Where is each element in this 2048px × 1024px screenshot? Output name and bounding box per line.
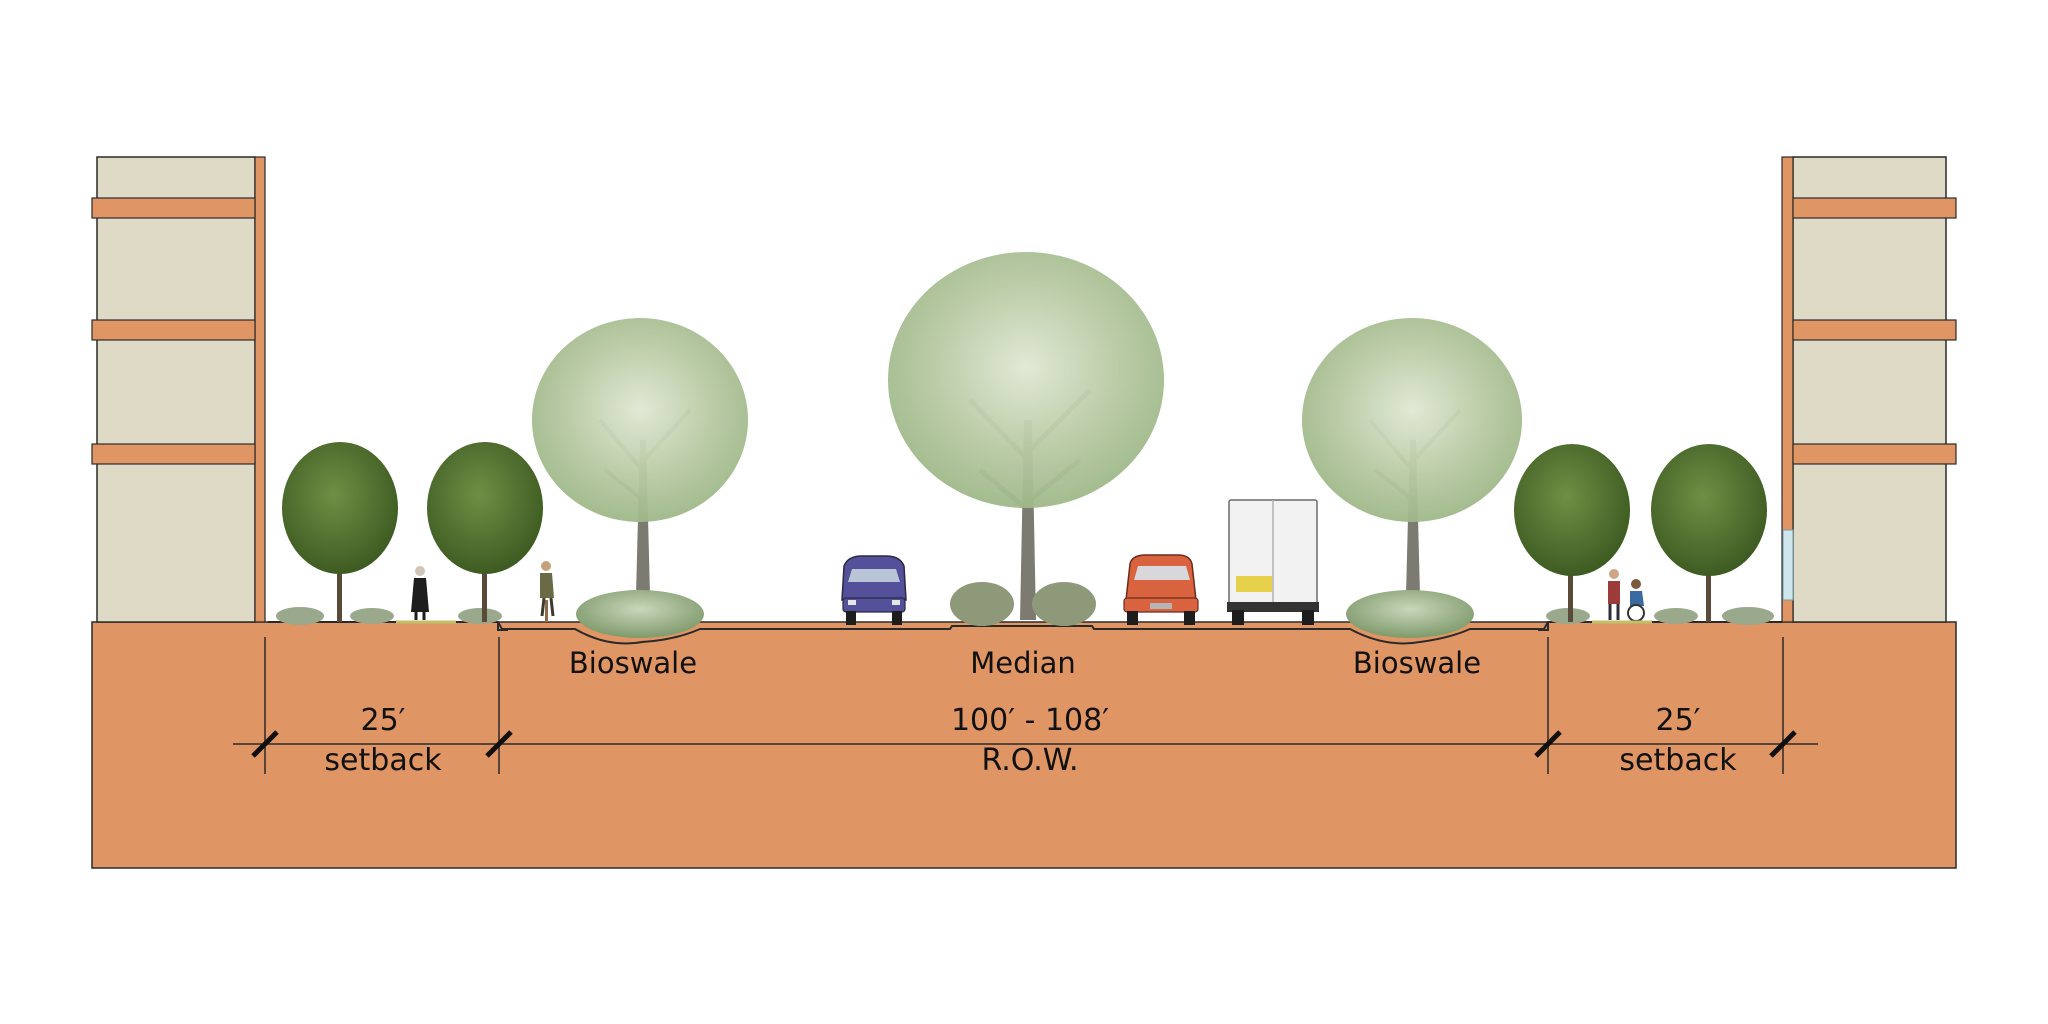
shrub-bioswale-left-icon bbox=[576, 590, 704, 638]
pickup-truck-red-icon bbox=[1123, 554, 1199, 625]
box-truck-icon bbox=[1227, 499, 1319, 625]
label-row-value: 100′ - 108′ bbox=[951, 703, 1109, 738]
cyclist-icon bbox=[540, 561, 555, 622]
label-row-text: R.O.W. bbox=[981, 743, 1078, 778]
ground-section bbox=[91, 621, 1957, 869]
curbs bbox=[396, 620, 1652, 631]
shrub-bioswale-right-icon bbox=[1346, 590, 1474, 638]
tree-small-4-icon bbox=[1651, 444, 1767, 622]
median-grass-icon bbox=[950, 582, 1096, 626]
label-bioswale-right: Bioswale bbox=[1353, 646, 1481, 680]
tree-large-median-icon bbox=[888, 252, 1164, 620]
label-setback-right-value: 25′ bbox=[1656, 703, 1701, 738]
dimension-ticks bbox=[251, 730, 1797, 758]
label-setback-left-text: setback bbox=[324, 743, 442, 778]
label-setback-left-value: 25′ bbox=[361, 703, 406, 738]
tree-small-3-icon bbox=[1514, 444, 1630, 622]
tree-large-right-icon bbox=[1302, 318, 1522, 595]
tree-large-left-icon bbox=[532, 318, 748, 595]
pedestrian-icon bbox=[411, 566, 429, 620]
tree-small-2-icon bbox=[427, 442, 543, 622]
label-setback-right-text: setback bbox=[1619, 743, 1737, 778]
wheelchair-user-icon bbox=[1608, 569, 1645, 622]
tree-small-1-icon bbox=[282, 442, 398, 622]
building-left-icon bbox=[91, 156, 266, 623]
label-bioswale-left: Bioswale bbox=[569, 646, 697, 680]
building-right-icon bbox=[1781, 156, 1957, 623]
grass-clumps bbox=[276, 607, 1774, 625]
street-surface-line bbox=[268, 621, 1782, 645]
car-blue-icon bbox=[841, 555, 907, 625]
label-median: Median bbox=[970, 646, 1075, 680]
